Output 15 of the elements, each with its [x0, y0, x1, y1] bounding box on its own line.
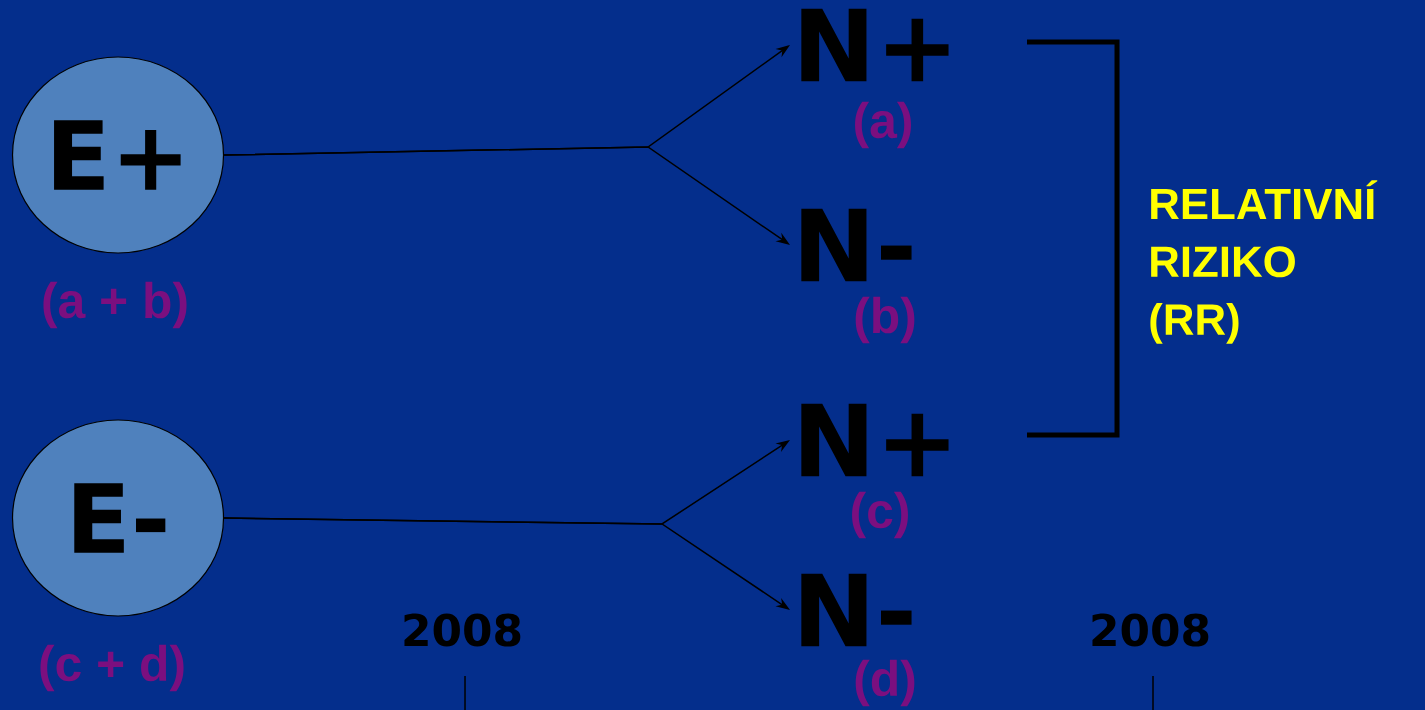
- group-label: (c): [852, 491, 908, 539]
- outcome-text: N-: [801, 208, 912, 282]
- year-label: 2008: [404, 613, 521, 647]
- annotation-text: RELATIVNÍ RIZIKO (RR): [1150, 180, 1378, 344]
- group-label: (d): [855, 659, 915, 707]
- circle-node: E-: [11, 419, 225, 617]
- group-label: (b): [855, 296, 915, 344]
- group-label: (a): [855, 101, 911, 149]
- group-label: (c + d): [40, 644, 184, 692]
- outcome-text: N-: [801, 573, 912, 647]
- circle-node: E+: [11, 56, 225, 254]
- group-label: (a + b): [43, 281, 187, 329]
- outcome-text: N+: [801, 8, 949, 82]
- year-label: 2008: [1092, 613, 1209, 647]
- outcome-text: N+: [801, 403, 949, 477]
